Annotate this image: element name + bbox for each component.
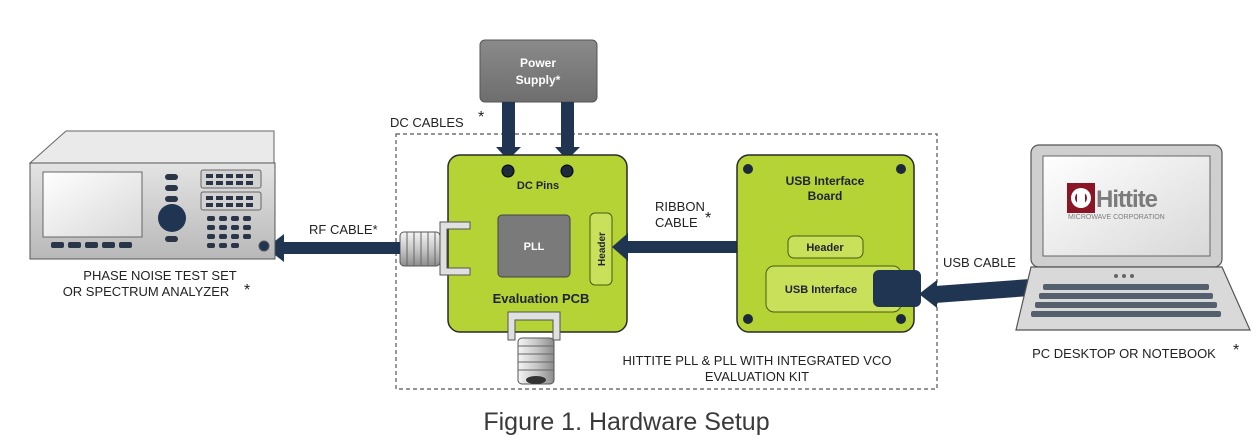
analyzer-label-star: * bbox=[244, 282, 250, 299]
pcb-header-label: Header bbox=[597, 232, 608, 266]
rf-connector-bottom bbox=[507, 311, 561, 385]
usb-board-title-line1: USB Interface bbox=[786, 174, 865, 188]
kit-label-line2: EVALUATION KIT bbox=[705, 369, 809, 384]
dc-cables-star: * bbox=[478, 109, 484, 126]
usb-cable-label: USB CABLE bbox=[943, 255, 1016, 270]
logo-text: Hittite bbox=[1096, 186, 1158, 213]
analyzer-knob bbox=[158, 204, 186, 232]
analyzer-label-line2: OR SPECTRUM ANALYZER bbox=[63, 284, 230, 299]
power-supply-label-line2: Supply* bbox=[516, 73, 561, 87]
laptop-label-star: * bbox=[1233, 342, 1239, 359]
dc-pin-icon bbox=[501, 164, 515, 178]
analyzer-screen bbox=[42, 171, 143, 238]
rf-cable-label: RF CABLE* bbox=[309, 222, 378, 237]
hittite-logo: Hittite MICROWAVE CORPORATION bbox=[1067, 183, 1165, 221]
usb-interface-label: USB Interface bbox=[785, 284, 857, 296]
ribbon-cable-star: * bbox=[705, 210, 711, 227]
pll-chip bbox=[497, 214, 571, 278]
power-supply-label-line1: Power bbox=[520, 56, 556, 70]
rf-cable-arrow bbox=[266, 234, 400, 262]
dc-pins-label: DC Pins bbox=[517, 180, 559, 192]
usb-board-header bbox=[787, 235, 864, 259]
analyzer-label-line1: PHASE NOISE TEST SET bbox=[83, 268, 236, 283]
dc-cable-arrows bbox=[496, 102, 580, 160]
kit-boundary bbox=[395, 133, 938, 390]
pll-label: PLL bbox=[524, 241, 545, 253]
usb-port bbox=[873, 270, 921, 307]
usb-interface-board: USB Interface Board Header USB Interface bbox=[736, 154, 921, 333]
figure-caption: Figure 1. Hardware Setup bbox=[483, 408, 770, 436]
usb-cable-arrow bbox=[919, 279, 1030, 308]
ribbon-cable-label-line2: CABLE bbox=[655, 215, 698, 230]
rf-connector-left bbox=[399, 221, 471, 276]
usb-board-header-label: Header bbox=[806, 242, 844, 254]
pcb-header bbox=[589, 212, 613, 286]
evaluation-pcb: DC Pins PLL Header Evaluation PCB bbox=[447, 154, 628, 333]
logo-subtext: MICROWAVE CORPORATION bbox=[1068, 214, 1165, 221]
laptop: Hittite MICROWAVE CORPORATION bbox=[1015, 144, 1251, 331]
kit-label-line1: HITTITE PLL & PLL WITH INTEGRATED VCO bbox=[623, 353, 892, 368]
ribbon-cable-label-line1: RIBBON bbox=[655, 199, 705, 214]
spectrum-analyzer bbox=[28, 130, 276, 260]
evaluation-pcb-label: Evaluation PCB bbox=[493, 291, 590, 306]
laptop-keyboard bbox=[1031, 284, 1221, 317]
dc-pin-icon bbox=[560, 164, 574, 178]
usb-board-title-line2: Board bbox=[808, 189, 843, 203]
dc-cables-label: DC CABLES bbox=[390, 115, 464, 130]
analyzer-rf-port bbox=[258, 240, 270, 252]
laptop-label: PC DESKTOP OR NOTEBOOK bbox=[1032, 346, 1216, 361]
power-supply: Power Supply* bbox=[479, 39, 598, 103]
